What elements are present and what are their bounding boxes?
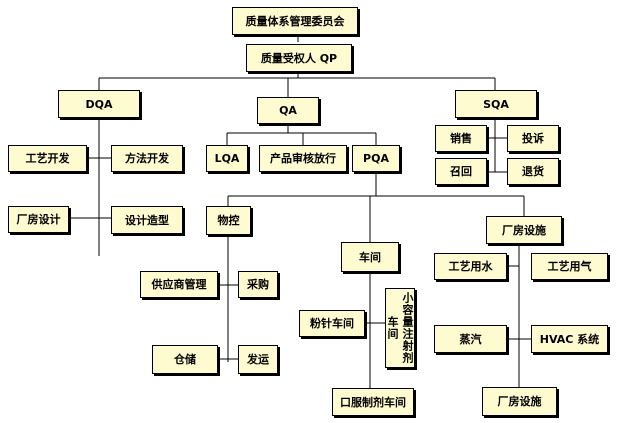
node-lqa: LQA xyxy=(206,145,248,172)
node-sqa: SQA xyxy=(455,90,537,118)
node-complaint: 投诉 xyxy=(507,125,559,152)
node-purchase: 采购 xyxy=(238,271,278,298)
node-workshop: 车间 xyxy=(341,242,399,272)
node-plant-design: 厂房设计 xyxy=(8,206,69,233)
node-shipping: 发运 xyxy=(238,345,278,374)
node-hvac-system: HVAC 系统 xyxy=(531,325,608,353)
node-return: 退货 xyxy=(507,158,559,185)
node-sales: 销售 xyxy=(435,125,487,152)
node-product-review: 产品审核放行 xyxy=(259,145,347,172)
node-plant-facility-2: 厂房设施 xyxy=(482,387,557,416)
node-design-model: 设计造型 xyxy=(111,206,183,234)
node-small-injection-workshop: 小容量注射剂车间 xyxy=(385,288,415,368)
node-method-dev: 方法开发 xyxy=(111,145,183,172)
node-recall: 召回 xyxy=(435,158,487,185)
node-process-gas: 工艺用气 xyxy=(531,253,608,280)
node-quality-qp: 质量受权人 QP xyxy=(246,44,352,72)
node-plant-facility: 厂房设施 xyxy=(486,216,562,244)
node-qa: QA xyxy=(257,97,319,124)
node-supplier-mgmt: 供应商管理 xyxy=(140,271,218,298)
node-steam: 蒸汽 xyxy=(434,325,507,353)
node-pqa: PQA xyxy=(352,145,400,172)
node-process-water: 工艺用水 xyxy=(434,253,507,280)
node-committee: 质量体系管理委员会 xyxy=(232,7,358,35)
node-powder-workshop: 粉针车间 xyxy=(299,310,365,337)
node-process-dev: 工艺开发 xyxy=(8,145,87,172)
node-dqa: DQA xyxy=(58,90,140,118)
node-oral-workshop: 口服制剂车间 xyxy=(332,388,414,416)
node-warehouse: 仓储 xyxy=(152,345,218,374)
node-material-control: 物控 xyxy=(206,206,251,235)
